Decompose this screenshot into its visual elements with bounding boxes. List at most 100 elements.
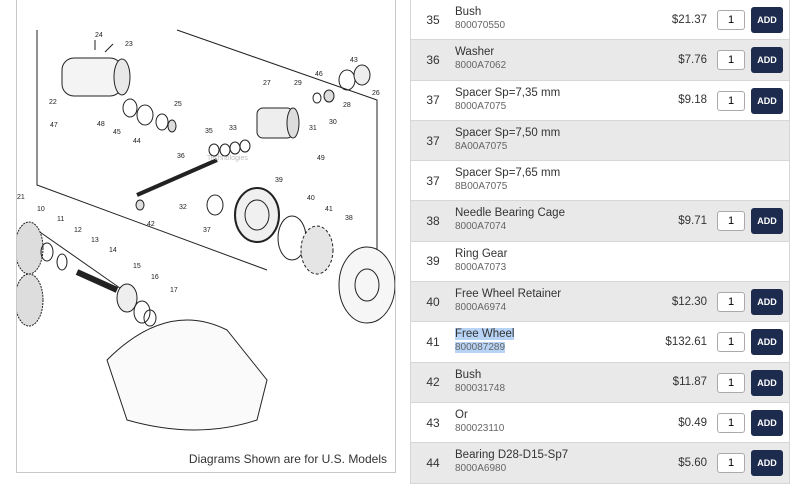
part-code-text: 8000A6974 [455, 302, 507, 314]
part-ref-number: 40 [426, 294, 440, 309]
quantity-input[interactable] [717, 332, 745, 353]
part-name: Free Wheel Retainer [455, 287, 561, 301]
part-ref-number: 37 [426, 173, 440, 188]
gear-cluster-drawing [17, 221, 157, 327]
part-name-text: Ring Gear [455, 247, 508, 260]
callout-label: 27 [263, 80, 271, 87]
add-to-cart-button[interactable]: ADD [751, 47, 783, 74]
part-price: $7.76 [678, 53, 707, 66]
part-price: $132.61 [665, 336, 707, 349]
part-code-text: 800070550 [455, 20, 506, 31]
callout-label: 46 [315, 71, 323, 78]
add-to-cart-button[interactable]: ADD [751, 87, 783, 114]
add-to-cart-button[interactable]: ADD [751, 208, 783, 235]
part-code-text: 800023110 [455, 422, 505, 434]
quantity-input[interactable] [717, 90, 745, 111]
part-name-text: Free Wheel [455, 328, 515, 341]
part-code-text: 8000A6980 [455, 463, 507, 475]
part-code-text: 8000A7073 [455, 261, 507, 273]
part-ref-number: 44 [426, 455, 440, 470]
free-wheel-drawing [234, 187, 395, 324]
quantity-input[interactable] [717, 292, 745, 313]
part-price: $5.60 [678, 456, 707, 469]
add-to-cart-button[interactable]: ADD [751, 409, 783, 436]
callout-label: 44 [133, 138, 141, 145]
quantity-input[interactable] [717, 211, 745, 232]
part-name: Needle Bearing Cage [455, 206, 565, 220]
callout-label: 30 [329, 119, 337, 126]
part-code: 8000A7074 [455, 220, 565, 233]
callout-label: 49 [317, 155, 325, 162]
part-name-text: Free Wheel Retainer [455, 288, 562, 301]
part-code: 800023110 [455, 422, 504, 435]
part-code-text: 800087289 [455, 342, 506, 354]
part-code-text: 8000A7075 [455, 100, 507, 112]
part-name-text: Needle Bearing Cage [455, 207, 565, 220]
part-name-text: Bush [455, 368, 482, 381]
add-to-cart-button[interactable]: ADD [751, 289, 783, 316]
part-name: Ring Gear [455, 247, 507, 261]
callout-label: 21 [17, 194, 25, 201]
quantity-input[interactable] [717, 412, 745, 433]
callout-label: 23 [125, 41, 133, 48]
part-ref-number: 37 [426, 93, 440, 108]
part-name: Spacer Sp=7,65 mm [455, 166, 560, 180]
add-to-cart-button[interactable]: ADD [751, 329, 783, 356]
callout-label: 32 [179, 204, 187, 211]
callout-label: 43 [350, 57, 358, 64]
part-code-text: 8000A7074 [455, 221, 507, 233]
part-name: Bush [455, 5, 505, 19]
part-code-text: 8A00A7075 [455, 140, 508, 152]
callout-label: 47 [50, 122, 58, 129]
part-code-text: 800031748 [455, 382, 506, 394]
quantity-input[interactable] [717, 372, 745, 393]
callout-label: 26 [372, 90, 380, 97]
quantity-input[interactable] [717, 10, 745, 30]
part-name: Or [455, 408, 504, 422]
callout-label: 16 [151, 274, 159, 281]
part-code: 8000A7062 [455, 59, 506, 72]
part-name: Spacer Sp=7,35 mm [455, 86, 560, 100]
quantity-input[interactable] [717, 453, 745, 474]
callout-label: 39 [275, 177, 283, 184]
part-price: $0.49 [678, 416, 707, 429]
callout-label: 14 [109, 247, 117, 254]
diagram-caption: Diagrams Shown are for U.S. Models [188, 452, 387, 466]
part-name-text: Washer [455, 46, 495, 59]
part-code: 8000A6974 [455, 301, 561, 314]
part-name: Spacer Sp=7,50 mm [455, 126, 560, 140]
add-to-cart-button[interactable]: ADD [751, 450, 783, 477]
add-to-cart-button[interactable]: ADD [751, 369, 783, 396]
part-ref-number: 42 [426, 375, 440, 390]
starter-motor-drawing [61, 40, 131, 97]
part-name-text: Spacer Sp=7,65 mm [455, 167, 561, 180]
callout-label: 28 [343, 102, 351, 109]
part-code: 8000A6980 [455, 462, 568, 475]
add-to-cart-button[interactable]: ADD [751, 7, 783, 33]
part-price: $21.37 [671, 13, 707, 26]
part-ref-number: 43 [426, 415, 440, 430]
callout-label: 41 [325, 206, 333, 213]
quantity-input[interactable] [717, 50, 745, 71]
callout-label: 12 [74, 227, 82, 234]
part-code-text: 8000A7062 [455, 60, 507, 72]
